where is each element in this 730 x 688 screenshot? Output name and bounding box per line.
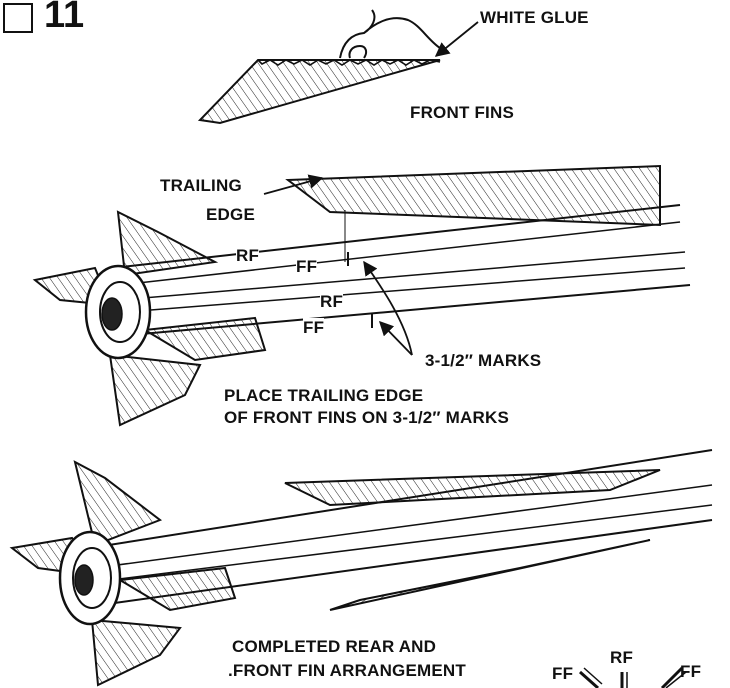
- rf-label-upper: RF: [236, 246, 260, 266]
- finger: [339, 9, 441, 59]
- instruction-line-2: OF FRONT FINS ON 3-1/2″ MARKS: [224, 408, 510, 427]
- ff-label-lower: FF: [303, 318, 325, 338]
- front-fin-piece: [197, 59, 441, 125]
- fin-orientation-key: [579, 666, 687, 688]
- key-rf-label: RF: [610, 648, 634, 667]
- rf-label-lower: RF: [320, 292, 344, 312]
- panel-glue-fin: [197, 9, 479, 125]
- key-ff-left-label: FF: [552, 664, 574, 683]
- rear-fin-top: [116, 210, 219, 277]
- completed-rear-fin-bottom: [90, 618, 182, 687]
- completed-rear-fin-right: [116, 566, 237, 612]
- trailing-edge-label-2: EDGE: [206, 205, 255, 224]
- completed-engine-mount: [74, 564, 94, 596]
- completed-caption-line-1: COMPLETED REAR AND: [232, 637, 437, 656]
- trailing-edge-label-1: TRAILING: [160, 176, 242, 195]
- panel-completed: [9, 449, 713, 688]
- rear-fin-bottom: [108, 353, 202, 427]
- front-fin-upper: [285, 164, 661, 227]
- rear-fin-right: [141, 316, 267, 362]
- completed-rear-fin-top: [73, 460, 163, 547]
- white-glue-label: WHITE GLUE: [480, 8, 589, 27]
- completed-front-fin-bottom: [329, 539, 651, 611]
- instruction-line-1: PLACE TRAILING EDGE: [224, 386, 424, 405]
- key-ff-right-label: FF: [680, 662, 702, 681]
- step-number: 11: [44, 0, 85, 36]
- front-fins-label: FRONT FINS: [410, 103, 514, 122]
- marks-label: 3-1/2″ MARKS: [425, 351, 542, 370]
- engine-mount: [101, 297, 123, 331]
- step-checkbox[interactable]: [3, 3, 33, 33]
- completed-front-fin-top: [284, 469, 661, 507]
- panel-place-fins: [32, 164, 691, 427]
- completed-caption-line-2: .FRONT FIN ARRANGEMENT: [228, 661, 466, 680]
- ff-label-upper: FF: [296, 257, 318, 277]
